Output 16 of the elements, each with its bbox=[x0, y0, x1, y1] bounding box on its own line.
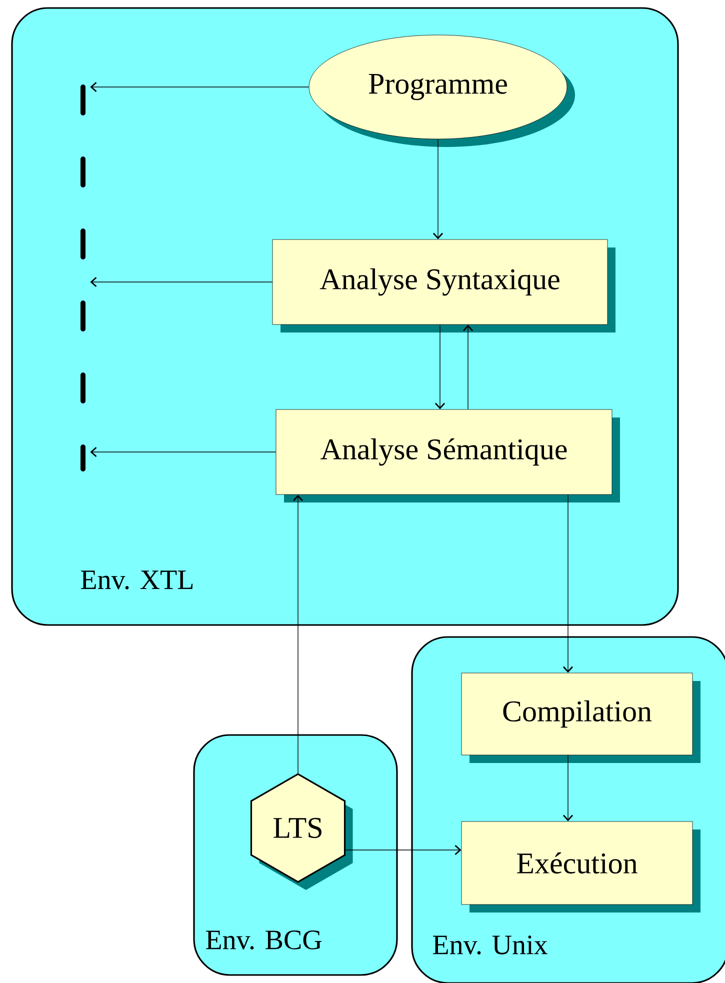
arrow bbox=[432, 138, 444, 240]
dashed-bar bbox=[80, 84, 86, 472]
arrow bbox=[292, 494, 304, 774]
process-box: Exécution bbox=[461, 821, 700, 912]
arrow bbox=[90, 446, 276, 458]
arrow bbox=[434, 324, 446, 410]
hexagon-node: LTS bbox=[250, 773, 353, 890]
process-box: Analyse Sémantique bbox=[276, 409, 620, 502]
arrow bbox=[90, 276, 273, 288]
process-box: Analyse Syntaxique bbox=[272, 239, 616, 332]
arrow bbox=[562, 494, 574, 673]
arrow bbox=[462, 324, 474, 410]
process-box: Compilation bbox=[461, 672, 700, 763]
arrow bbox=[562, 754, 574, 822]
arrow bbox=[345, 844, 462, 856]
arrow bbox=[90, 82, 310, 92]
